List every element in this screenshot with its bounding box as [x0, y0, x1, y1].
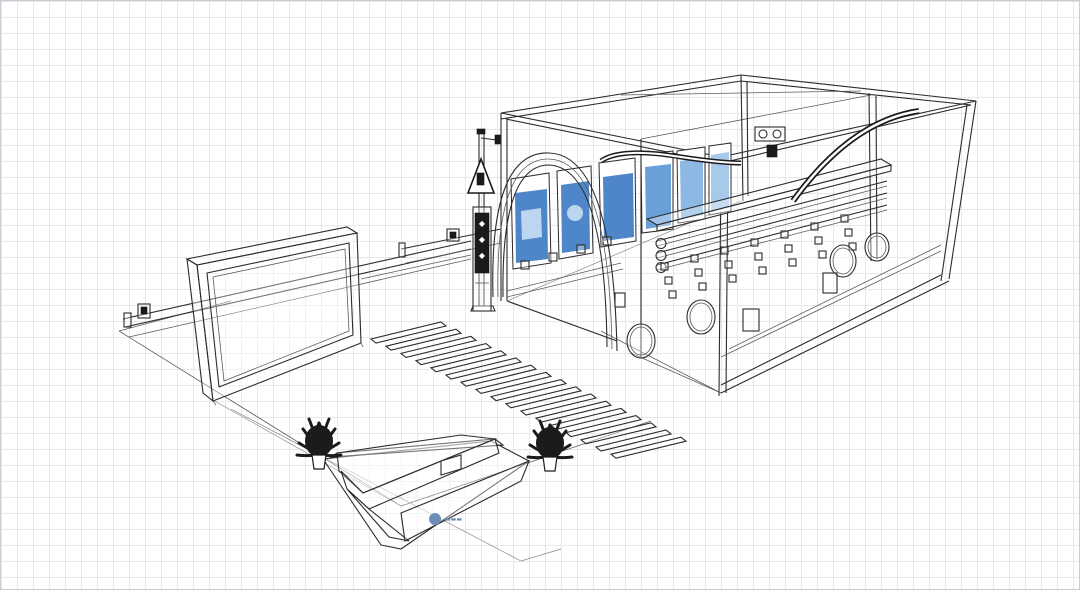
zebra-stripe	[414, 343, 493, 366]
rack-device	[814, 236, 823, 245]
signpost: ◆ ◆ ◆	[466, 128, 502, 312]
rail-device	[123, 303, 151, 328]
rack-device	[840, 214, 849, 223]
sign-glyph: ◆	[479, 219, 486, 228]
counter-logo-mark: ▬▬▬	[445, 516, 462, 523]
rack-device	[668, 290, 677, 299]
rack-device	[690, 254, 699, 263]
rack-device	[784, 244, 793, 253]
sign-glyph: ◆	[479, 235, 486, 244]
entrance-arch	[492, 152, 618, 352]
floor-outline	[118, 300, 652, 562]
zebra-stripe	[519, 393, 598, 416]
cable-rack	[645, 158, 893, 299]
rack-device	[844, 228, 853, 237]
sign-glyph: ◆	[479, 251, 486, 260]
rack-device	[810, 222, 819, 231]
rail-robot	[754, 126, 786, 158]
rack-device	[818, 250, 827, 259]
rack-device	[780, 230, 789, 239]
rack-pipe	[656, 209, 888, 271]
rack-device	[758, 266, 767, 275]
rail-device	[398, 228, 460, 258]
wall-screen	[598, 157, 637, 248]
warning-triangle-icon	[466, 156, 496, 194]
zebra-stripe	[459, 364, 538, 387]
logo-icon: ▬▬▬	[429, 513, 462, 525]
plant-icon	[295, 417, 343, 470]
rack-device	[660, 262, 669, 271]
tunnel-portals	[614, 232, 890, 359]
rack-device	[694, 268, 703, 277]
zebra-stripe	[504, 386, 583, 409]
rack-device	[724, 260, 733, 269]
billboard-screen	[185, 226, 364, 406]
zebra-crossing	[369, 321, 688, 459]
reception-counter: ▬▬▬	[322, 434, 531, 550]
zebra-stripe	[609, 436, 688, 459]
zebra-stripe	[564, 415, 643, 438]
wall-screen	[676, 146, 706, 224]
cctv-camera-icon	[476, 128, 502, 145]
rack-device	[728, 274, 737, 283]
rack-device	[720, 246, 729, 255]
zebra-stripe	[489, 379, 568, 402]
zebra-stripe	[399, 335, 478, 358]
plant-icon	[526, 419, 574, 472]
wall-screen	[510, 172, 552, 270]
rack-pipe	[656, 185, 888, 247]
zebra-stripe	[579, 422, 658, 445]
overhead-pipe	[599, 108, 920, 203]
zebra-stripe	[384, 328, 463, 351]
rail-fence	[122, 228, 502, 338]
zebra-stripe	[444, 357, 523, 380]
zebra-stripe	[474, 371, 553, 394]
rack-device	[750, 238, 759, 247]
rack-pipe	[656, 180, 888, 242]
pipe-end	[655, 237, 667, 250]
zebra-stripe	[594, 429, 673, 452]
rack-device	[754, 252, 763, 261]
zebra-stripe	[429, 350, 508, 373]
rack-device	[788, 258, 797, 267]
pipe-end	[655, 249, 667, 262]
wall-screen	[556, 165, 594, 260]
rack-pipe	[656, 192, 888, 254]
rack-device	[698, 282, 707, 291]
zebra-stripe	[369, 321, 448, 344]
rack-device	[664, 276, 673, 285]
rack-pipe	[656, 197, 888, 259]
